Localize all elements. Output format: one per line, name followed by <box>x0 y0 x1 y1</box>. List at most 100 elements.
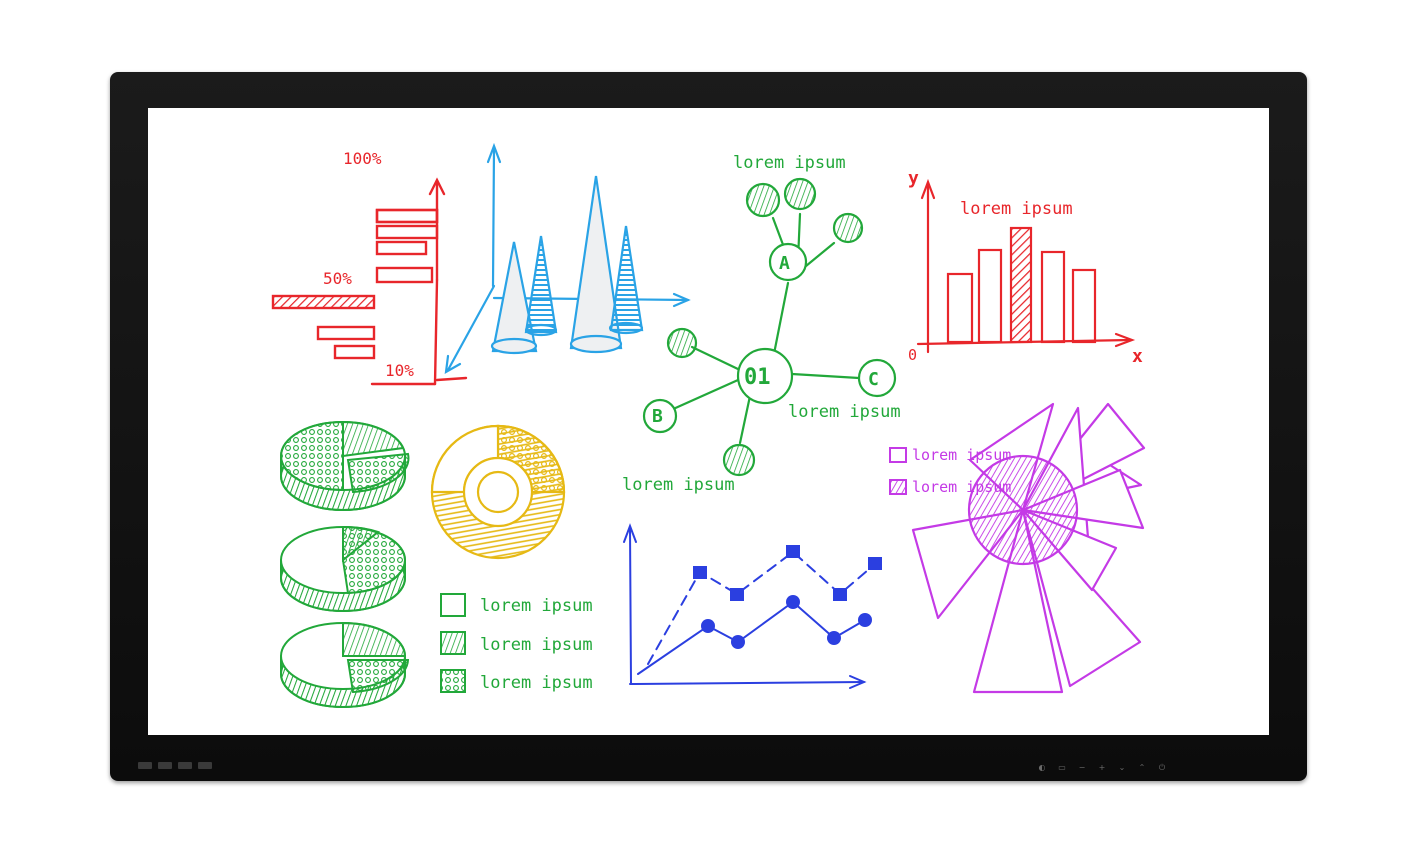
polar-legend-item: lorem ipsum <box>912 446 1011 464</box>
certification-logo <box>158 762 172 769</box>
green-node-c <box>857 358 897 398</box>
line-marker-square <box>730 588 744 601</box>
green-pie-1 <box>279 420 410 511</box>
line-marker-square <box>693 566 707 579</box>
channel-down-button[interactable]: ⌄ <box>1118 763 1126 772</box>
green-node-center <box>736 347 794 405</box>
red-bar-hatched <box>271 294 376 310</box>
line-chart-x-arrow <box>849 675 867 689</box>
column-x-arrow <box>1114 332 1136 348</box>
node-b-label: B <box>652 406 663 427</box>
purple-polar-chart <box>911 402 1146 694</box>
line-series-dashed <box>647 550 876 665</box>
input-source-button[interactable]: ◐ <box>1038 763 1046 772</box>
navy-line-chart <box>623 523 876 689</box>
red-bar <box>316 325 376 341</box>
blue-x-arrow <box>672 292 691 308</box>
green-pie-2 <box>280 525 407 612</box>
green-node-a <box>768 242 808 282</box>
certification-logo <box>138 762 152 769</box>
red-bar-label-bottom: 10% <box>385 361 414 380</box>
power-button[interactable]: ⏻ <box>1158 763 1166 772</box>
whiteboard-canvas: 100% 50% 10% <box>271 142 1146 708</box>
line-marker-dot <box>786 595 800 609</box>
green-pie-stack <box>279 420 410 708</box>
pie-legend <box>440 593 466 693</box>
polar-wedge <box>972 508 1064 694</box>
blue-z-arrow <box>444 354 462 375</box>
polar-legend-swatch-hatched <box>889 479 907 495</box>
blue-cone-chart <box>444 142 691 375</box>
blue-cone-hatched-right <box>609 225 644 332</box>
channel-up-button[interactable]: ⌃ <box>1138 763 1146 772</box>
blue-y-arrow <box>486 142 502 164</box>
red-bar <box>375 224 439 240</box>
network-label-top: lorem ipsum <box>733 153 846 173</box>
yellow-donut-chart <box>430 424 566 560</box>
green-node-dot <box>745 182 781 218</box>
node-center-label: 01 <box>744 365 771 390</box>
red-column <box>977 248 1003 344</box>
red-column <box>946 272 974 344</box>
pie-legend-item: lorem ipsum <box>480 596 593 616</box>
red-column-hatched <box>1009 226 1033 344</box>
line-chart-y-arrow <box>623 523 637 543</box>
line-chart-markers <box>693 545 882 649</box>
line-chart-y-axis <box>629 527 632 685</box>
red-column <box>1040 250 1066 344</box>
red-column <box>1071 268 1097 344</box>
column-chart-title: lorem ipsum <box>960 199 1073 219</box>
green-pie-3 <box>280 621 410 708</box>
green-node-dot <box>832 212 864 244</box>
blue-cone-base <box>490 337 538 355</box>
red-bar-label-top: 100% <box>343 149 382 168</box>
red-bar-chart-bottom-line <box>435 376 468 382</box>
volume-up-button[interactable]: + <box>1098 763 1106 772</box>
green-node-dot <box>666 327 698 359</box>
red-column-chart <box>916 178 1136 354</box>
red-bar <box>375 240 428 256</box>
red-bar <box>375 266 434 284</box>
line-marker-dot <box>858 613 872 627</box>
certification-logo <box>198 762 212 769</box>
polar-legend <box>889 447 907 495</box>
column-y-label: y <box>908 168 919 189</box>
red-bar <box>375 208 439 224</box>
display-screen: 100% 50% 10% <box>148 108 1269 735</box>
red-bar-chart-axis <box>433 278 439 386</box>
red-bar <box>333 344 376 360</box>
legend-swatch-dotted <box>440 669 466 693</box>
pie-legend-item: lorem ipsum <box>480 673 593 693</box>
legend-swatch-hatched <box>440 631 466 655</box>
menu-button[interactable]: ▭ <box>1058 763 1066 772</box>
pie-legend-item: lorem ipsum <box>480 635 593 655</box>
node-c-label: C <box>868 369 879 390</box>
node-a-label: A <box>779 253 790 274</box>
red-bar-chart-bars-right <box>375 210 437 238</box>
blue-cone-hatched <box>524 235 558 334</box>
green-node-dot <box>783 177 817 211</box>
column-x-label: x <box>1132 346 1143 367</box>
column-y-arrow <box>920 178 936 200</box>
display-monitor: 100% 50% 10% <box>110 72 1307 781</box>
red-bar-label-mid: 50% <box>323 269 352 288</box>
network-label-bottom: lorem ipsum <box>622 475 735 495</box>
column-origin-label: 0 <box>908 346 917 364</box>
blue-z-axis <box>446 284 496 372</box>
bezel-logos <box>138 762 212 769</box>
line-marker-dot <box>827 631 841 645</box>
line-marker-square <box>833 588 847 601</box>
line-marker-dot <box>731 635 745 649</box>
line-marker-dot <box>701 619 715 633</box>
red-bars-right <box>379 210 437 222</box>
line-marker-square <box>868 557 882 570</box>
network-label-right: lorem ipsum <box>788 402 901 422</box>
volume-down-button[interactable]: − <box>1078 763 1086 772</box>
green-network-diagram <box>642 177 897 477</box>
green-node-b <box>642 398 678 434</box>
red-bar-chart-arrow <box>428 177 446 196</box>
polar-legend-item: lorem ipsum <box>912 478 1011 496</box>
polar-center <box>967 454 1079 566</box>
certification-logo <box>178 762 192 769</box>
red-bar-chart <box>271 177 468 386</box>
